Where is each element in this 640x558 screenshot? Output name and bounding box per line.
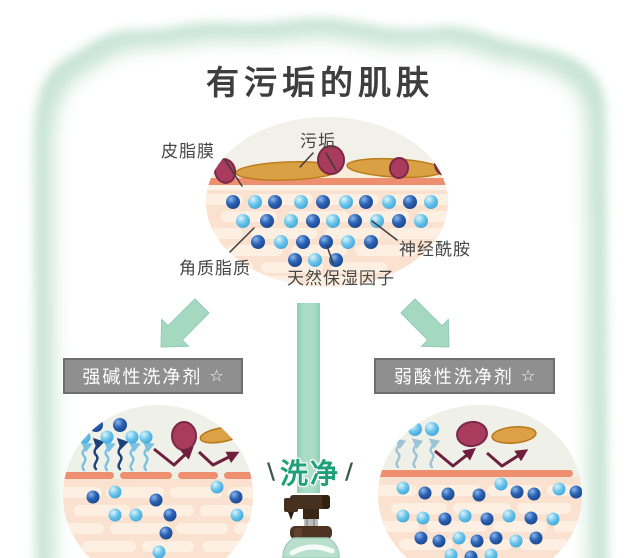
removed-dirt-blob xyxy=(171,421,197,451)
pump-stem xyxy=(303,509,319,519)
remaining-water-molecules xyxy=(86,480,244,558)
pump-collar-ring xyxy=(304,519,318,526)
escape-arrows xyxy=(80,437,155,472)
intact-skin-surface xyxy=(378,470,573,477)
emphasis-left-mark: \ xyxy=(266,459,275,485)
label-natural-moisturizing-factor: 天然保湿因子 xyxy=(287,269,395,289)
star-icon: ☆ xyxy=(520,365,536,385)
acidic-cleanser-label: 弱酸性洗净剂 xyxy=(393,367,514,388)
pump-bottle-icon xyxy=(282,495,340,558)
label-ceramide: 神经酰胺 xyxy=(399,240,471,260)
wash-label-group: \ 洗净 / xyxy=(250,452,370,492)
page-title: 有污垢的肌肤 xyxy=(206,63,434,102)
damaged-skin-surface xyxy=(63,472,253,479)
skin-surface-line xyxy=(206,178,448,185)
down-bar-arrow xyxy=(297,303,320,493)
emphasis-right-mark: / xyxy=(345,459,354,485)
star-icon: ☆ xyxy=(209,365,224,385)
removed-dirt-blob xyxy=(456,420,488,448)
removed-sebum-blob xyxy=(491,426,537,444)
bottle-swoosh xyxy=(289,544,335,556)
acidic-result-illustration xyxy=(378,405,582,558)
bounce-arrows xyxy=(153,446,240,467)
label-sebum-film: 皮脂膜 xyxy=(161,142,215,162)
escaped-water-molecules xyxy=(391,422,439,436)
label-dirt: 污垢 xyxy=(300,132,336,152)
acidic-cleanser-box: 弱酸性洗净剂 ☆ xyxy=(374,358,555,394)
pump-head xyxy=(290,495,330,509)
down-right-arrow-icon xyxy=(400,298,450,348)
wash-label: 洗净 xyxy=(279,457,340,490)
down-left-arrow-icon xyxy=(160,298,210,348)
alkaline-result-illustration xyxy=(63,405,253,558)
retained-water-molecules xyxy=(396,477,582,558)
alkaline-cleanser-box: 强碱性洗净剂 ☆ xyxy=(63,358,243,394)
alkaline-cleanser-label: 强碱性洗净剂 xyxy=(82,367,203,388)
label-keratin-lipids: 角质脂质 xyxy=(179,259,251,279)
mild-evaporation-arrows xyxy=(394,438,441,469)
bounce-arrows xyxy=(434,447,529,468)
